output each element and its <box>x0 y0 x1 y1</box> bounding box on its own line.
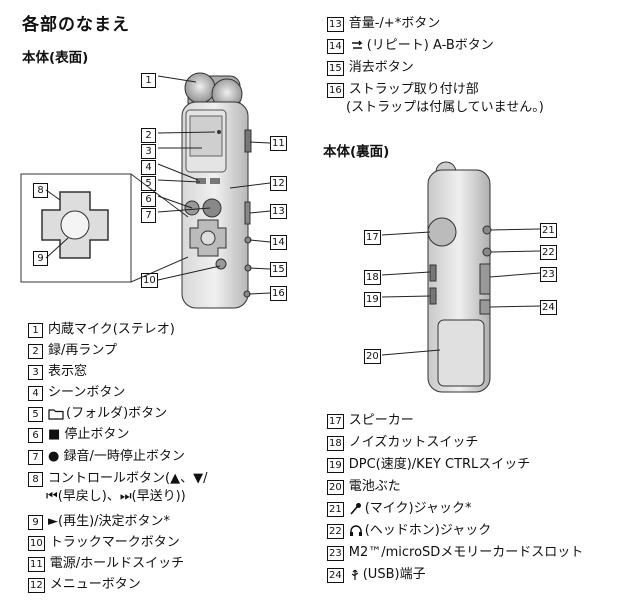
callout-20: 20 <box>364 349 381 364</box>
battery-cover-icon <box>437 319 485 387</box>
rec-button-icon <box>202 198 222 218</box>
rec-lamp-icon <box>217 130 221 134</box>
list-item: 9►(再生)/決定ボタン* <box>28 514 170 530</box>
back-device-diagram <box>381 161 541 393</box>
callout-22: 22 <box>540 245 557 260</box>
control-pad-icon <box>189 219 227 257</box>
page-title: 各部のなまえ <box>22 15 130 35</box>
list-item: 21 (マイク)ジャック* <box>327 501 472 517</box>
callout-14: 14 <box>270 235 287 250</box>
headphone-icon <box>349 525 362 536</box>
callout-17: 17 <box>364 230 381 245</box>
callout-1: 1 <box>141 73 156 88</box>
callout-19: 19 <box>364 292 381 307</box>
card-slot-icon <box>479 263 491 295</box>
repeat-icon <box>351 40 363 49</box>
headphone-jack-icon <box>482 247 492 257</box>
list-item-continuation: ⏮(早戻し)、⏭(早送り)) <box>46 489 186 504</box>
list-item: 7● 録音/一時停止ボタン <box>28 449 185 465</box>
mic-icon <box>350 503 361 515</box>
callout-8: 8 <box>33 183 48 198</box>
usb-port-icon <box>479 299 491 315</box>
back-heading: 本体(裏面) <box>323 144 390 160</box>
callout-10: 10 <box>141 273 158 288</box>
zoomed-control-pad-icon <box>41 191 109 259</box>
list-item: 6■ 停止ボタン <box>28 427 129 443</box>
callout-2: 2 <box>141 128 156 143</box>
list-item: 14 (リピート) A-Bボタン <box>327 38 494 54</box>
callout-15: 15 <box>270 262 287 277</box>
callout-16: 16 <box>270 286 287 301</box>
speaker-icon <box>427 217 457 247</box>
track-mark-button-icon <box>215 258 227 270</box>
callout-13: 13 <box>270 204 287 219</box>
front-device-diagram <box>20 72 271 309</box>
callout-7: 7 <box>141 208 156 223</box>
callout-4: 4 <box>141 160 156 175</box>
list-item: 24 (USB)端子 <box>327 567 426 583</box>
callout-9: 9 <box>33 251 48 266</box>
callout-24: 24 <box>540 300 557 315</box>
noise-cut-switch-icon <box>429 264 437 282</box>
mic-jack-icon <box>482 225 492 235</box>
list-item: 5 (フォルダ)ボタン <box>28 406 167 422</box>
callout-11: 11 <box>270 136 287 151</box>
list-item: 22 (ヘッドホン)ジャック <box>327 523 492 539</box>
list-item-continuation: (ストラップは付属していません。) <box>346 100 544 115</box>
callout-3: 3 <box>141 144 156 159</box>
usb-icon <box>351 569 359 580</box>
callout-18: 18 <box>364 270 381 285</box>
folder-icon <box>48 409 64 420</box>
callout-5: 5 <box>141 176 156 191</box>
callout-23: 23 <box>540 267 557 282</box>
callout-21: 21 <box>540 223 557 238</box>
front-heading: 本体(表面) <box>22 50 89 66</box>
callout-6: 6 <box>141 192 156 207</box>
callout-12: 12 <box>270 176 287 191</box>
dpc-switch-icon <box>429 287 437 305</box>
